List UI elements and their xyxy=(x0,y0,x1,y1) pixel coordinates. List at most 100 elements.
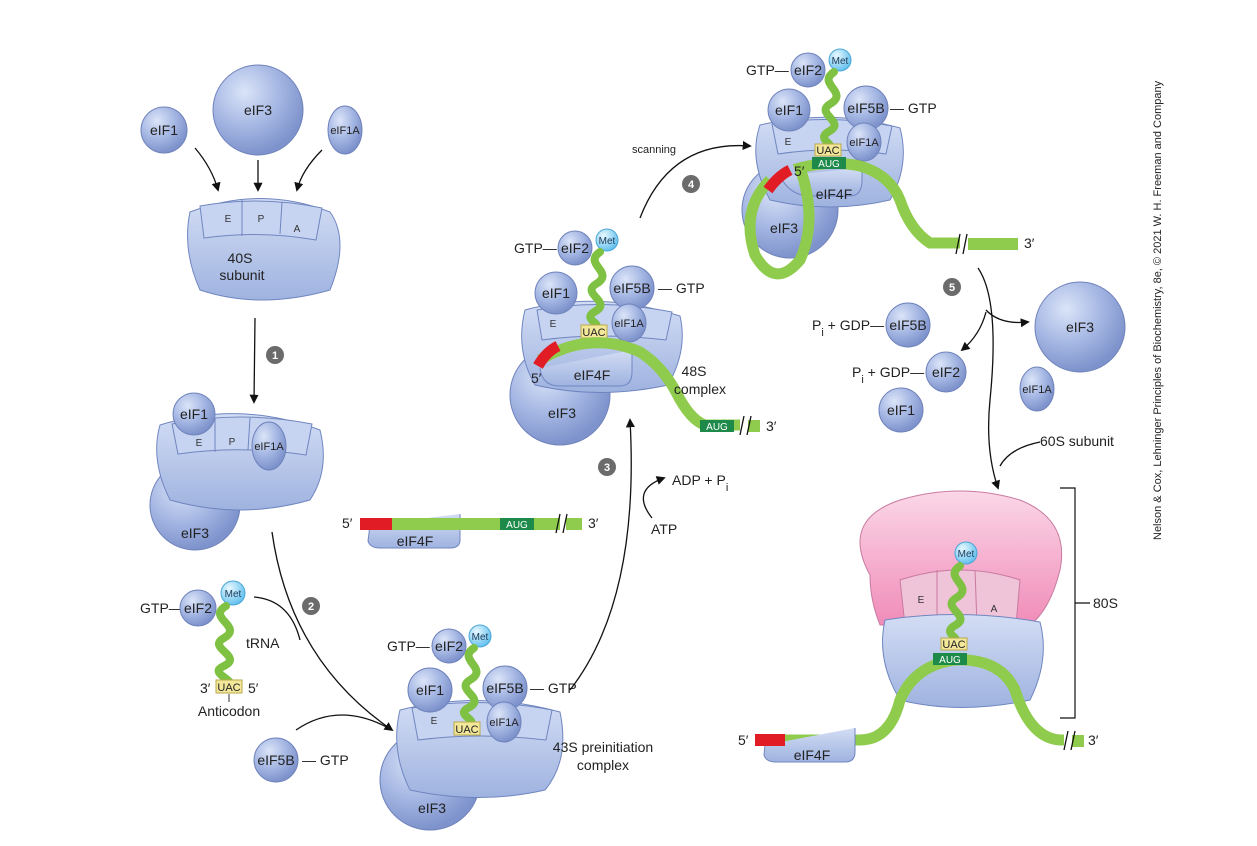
eIF3-factor: eIF3 xyxy=(212,64,304,156)
eIF5B-GTP-free: eIF5B — GTP xyxy=(253,737,349,783)
eIF1A-factor: eIF1A xyxy=(251,421,287,471)
svg-text:Anticodon: Anticodon xyxy=(198,703,260,719)
eIF2-factor: eIF2 xyxy=(557,230,593,266)
eIF4F-factor: eIF4F xyxy=(574,367,611,383)
svg-text:GTP—: GTP— xyxy=(387,638,430,654)
eIF5B-factor: eIF5B xyxy=(253,737,299,783)
svg-text:ADP + Pi: ADP + Pi xyxy=(672,472,728,494)
svg-text:GTP—: GTP— xyxy=(514,240,557,256)
svg-text:5′: 5′ xyxy=(738,732,749,748)
svg-text:ATP: ATP xyxy=(651,521,677,537)
svg-text:UAC: UAC xyxy=(582,327,605,339)
svg-text:eIF1A: eIF1A xyxy=(330,125,360,137)
svg-text:Met: Met xyxy=(832,56,849,67)
svg-text:Nelson & Cox, Lehninger Princi: Nelson & Cox, Lehninger Principles of Bi… xyxy=(1152,80,1164,540)
svg-text:A: A xyxy=(991,604,998,615)
svg-text:eIF5B: eIF5B xyxy=(889,317,926,333)
svg-text:eIF4F: eIF4F xyxy=(794,747,831,763)
eIF3-factor: eIF3 xyxy=(1034,281,1126,373)
svg-text:complex: complex xyxy=(674,381,726,397)
met-aminoacid: Met xyxy=(468,624,492,648)
svg-text:43S preinitiation: 43S preinitiation xyxy=(553,739,653,755)
complex-48S: eIF3 E eIF1 eIF5B — GTP eIF1A GTP— eIF2 … xyxy=(509,228,777,446)
svg-text:— GTP: — GTP xyxy=(658,280,705,296)
trna-helix xyxy=(586,248,607,332)
svg-text:Met: Met xyxy=(225,589,242,600)
met-aminoacid: Met xyxy=(954,541,978,565)
svg-text:E: E xyxy=(225,214,232,225)
start-codon-aug: AUG xyxy=(700,420,734,433)
eIF1A-factor: eIF1A xyxy=(1019,366,1055,412)
svg-text:eIF1A: eIF1A xyxy=(1022,384,1052,396)
svg-text:A: A xyxy=(294,224,301,235)
svg-text:eIF5B: eIF5B xyxy=(847,100,884,116)
anticodon-box: UAC xyxy=(580,324,608,339)
svg-text:eIF4F: eIF4F xyxy=(574,367,611,383)
eIF1-factor: eIF1 xyxy=(407,667,453,713)
svg-text:eIF1A: eIF1A xyxy=(254,441,284,453)
eIF1A-factor: eIF1A xyxy=(846,122,882,162)
svg-text:3′: 3′ xyxy=(1024,235,1035,251)
svg-text:80S: 80S xyxy=(1093,595,1118,611)
svg-text:eIF2: eIF2 xyxy=(435,638,463,654)
eIF1A-factor: eIF1A xyxy=(327,105,363,155)
svg-text:eIF1: eIF1 xyxy=(542,285,570,301)
svg-text:eIF3: eIF3 xyxy=(770,220,798,236)
step-2-marker: 2 xyxy=(253,531,394,732)
svg-text:eIF1: eIF1 xyxy=(416,682,444,698)
svg-text:eIF5B: eIF5B xyxy=(486,680,523,696)
svg-text:UAC: UAC xyxy=(816,145,839,157)
svg-text:— GTP: — GTP xyxy=(890,100,937,116)
svg-text:3′: 3′ xyxy=(1088,732,1099,748)
svg-text:eIF5B: eIF5B xyxy=(613,280,650,296)
svg-text:5′: 5′ xyxy=(248,680,259,696)
svg-text:eIF1A: eIF1A xyxy=(849,137,879,149)
eIF1-factor: eIF1 xyxy=(172,392,216,436)
step-3-marker: 3 ADP + Pi ATP xyxy=(569,418,728,691)
svg-text:subunit: subunit xyxy=(219,267,264,283)
svg-text:eIF1: eIF1 xyxy=(775,102,803,118)
step-5-marker: 5 xyxy=(943,267,1041,490)
step-1-marker: 1 xyxy=(249,317,284,404)
eIF4F-factor: eIF4F xyxy=(816,186,853,202)
svg-text:eIF1: eIF1 xyxy=(150,122,178,138)
svg-text:AUG: AUG xyxy=(818,159,840,170)
svg-text:E: E xyxy=(785,137,792,148)
met-aminoacid: Met xyxy=(595,228,619,252)
svg-text:P: P xyxy=(229,437,236,448)
eIF5B-factor: eIF5B xyxy=(885,302,931,348)
eIF4F-factor: eIF4F xyxy=(397,533,434,549)
eIF1-factor: eIF1 xyxy=(878,387,924,433)
svg-text:eIF2: eIF2 xyxy=(794,62,822,78)
svg-text:E: E xyxy=(196,438,203,449)
met-aminoacid: Met xyxy=(828,48,852,72)
svg-text:5: 5 xyxy=(949,282,955,294)
svg-text:complex: complex xyxy=(577,757,629,773)
mrna-eif4f-free: 5′ AUG 3′ eIF4F xyxy=(342,513,599,549)
trna-helix xyxy=(946,562,967,646)
svg-text:scanning: scanning xyxy=(632,144,676,156)
svg-text:eIF2: eIF2 xyxy=(184,600,212,616)
svg-text:3′: 3′ xyxy=(766,418,777,434)
eIF1A-factor: eIF1A xyxy=(611,303,647,343)
svg-text:AUG: AUG xyxy=(939,655,961,666)
complex-43S-preinitiation: eIF3 E eIF1 eIF5B — GTP eIF1A GTP— eIF2 … xyxy=(379,624,653,831)
svg-text:3′: 3′ xyxy=(200,680,211,696)
eIF5B-factor: eIF5B xyxy=(609,265,655,311)
svg-text:3′: 3′ xyxy=(588,515,599,531)
ribosome-40S-subunit: E P A 40S subunit xyxy=(187,198,341,301)
complex-at-start-codon: eIF3 E eIF1 eIF5B — GTP eIF1A GTP— eIF2 … xyxy=(741,48,1035,280)
svg-text:GTP—: GTP— xyxy=(746,62,789,78)
start-codon-aug: AUG xyxy=(812,157,846,170)
svg-text:40S: 40S xyxy=(228,250,253,266)
svg-text:E: E xyxy=(431,716,438,727)
step-4-marker: scanning 4 xyxy=(632,140,752,219)
eIF1-factor: eIF1 xyxy=(534,271,578,315)
svg-text:— GTP: — GTP xyxy=(530,680,577,696)
start-codon-aug: AUG xyxy=(933,653,967,666)
svg-text:UAC: UAC xyxy=(455,724,478,736)
eIF2-factor: eIF2 xyxy=(431,628,467,664)
svg-text:E: E xyxy=(550,319,557,330)
svg-text:Met: Met xyxy=(958,549,975,560)
